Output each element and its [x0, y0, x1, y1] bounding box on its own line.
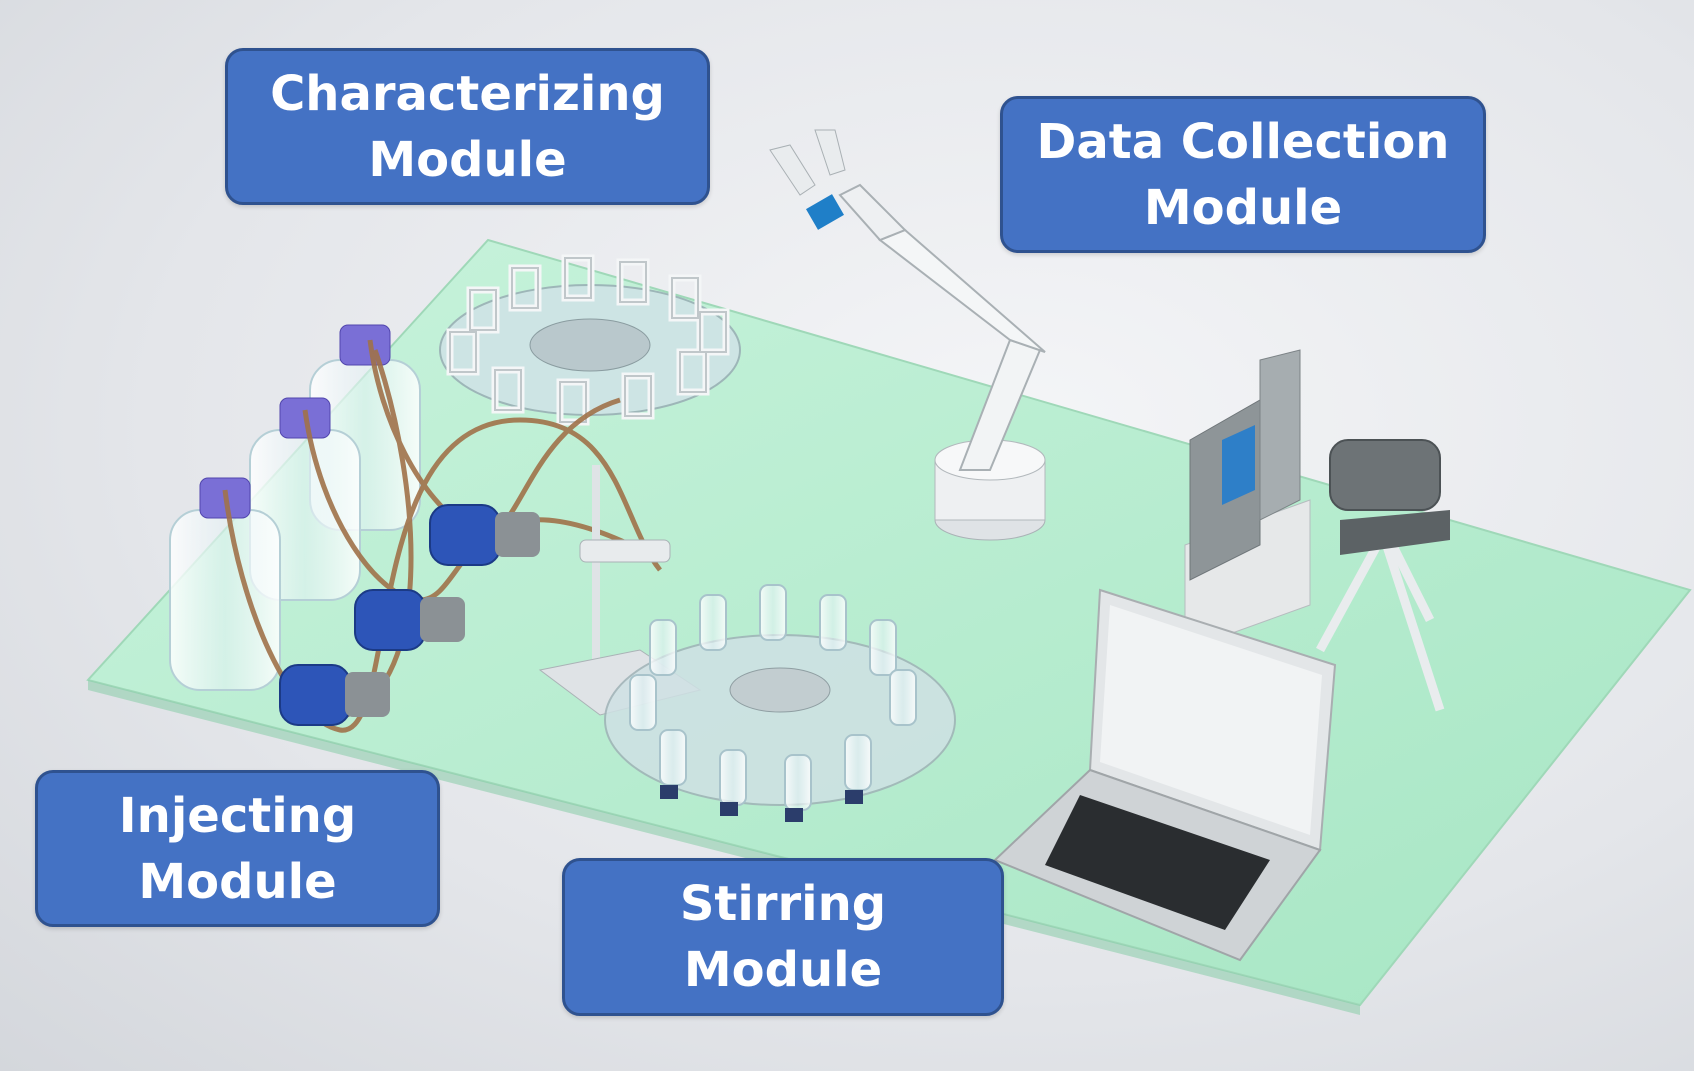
stirring-module-line2: Module	[683, 942, 883, 998]
robot-arm-icon	[769, 129, 1046, 541]
stirring-module-line1: Stirring	[679, 876, 887, 932]
carousel-icon	[439, 254, 741, 426]
characterizing-module-line2: Module	[368, 131, 567, 188]
camera-icon	[1316, 439, 1450, 712]
monitor-icon	[1184, 349, 1311, 651]
platform-edge	[88, 680, 1360, 1015]
laptop-icon	[993, 588, 1337, 962]
injecting-module-line2: Module	[138, 853, 337, 910]
stirring-module-label: Stirring Module	[562, 858, 1004, 1016]
data-collection-module-line1: Data Collection	[1036, 113, 1450, 170]
injecting-module-label: Injecting Module	[35, 770, 440, 927]
pump-icon	[279, 504, 540, 726]
characterizing-module-line1: Characterizing	[270, 65, 665, 122]
data-collection-module-line2: Module	[1143, 179, 1343, 236]
stirring-carousel	[604, 584, 956, 822]
injecting-module-line1: Injecting	[118, 787, 357, 844]
bottle-icon	[169, 324, 421, 691]
data-collection-module-label: Data Collection Module	[1000, 96, 1486, 253]
characterizing-module-label: Characterizing Module	[225, 48, 710, 205]
